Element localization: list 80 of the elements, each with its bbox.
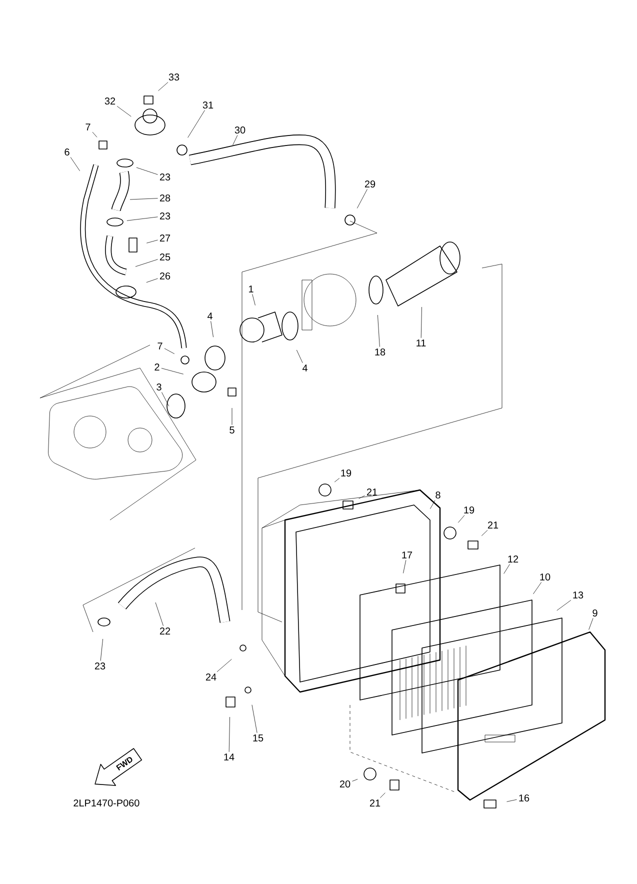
leader-line <box>158 82 168 91</box>
callout-number: 8 <box>436 491 440 499</box>
leader-line <box>155 602 164 626</box>
callout-number: 10 <box>540 573 550 581</box>
callout-number: 3 <box>156 383 162 391</box>
callout-number: 30 <box>234 126 246 134</box>
leader-line <box>403 560 406 574</box>
leader-line <box>504 564 510 574</box>
callout-number: 22 <box>160 628 170 634</box>
callout-number: 7 <box>158 342 162 350</box>
leader-line <box>136 167 158 175</box>
callout-number: 2 <box>154 364 160 370</box>
leader-line <box>164 348 175 354</box>
leader-line <box>116 106 132 117</box>
callout-number: 29 <box>364 180 376 188</box>
leader-line <box>356 189 368 208</box>
callout-number: 11 <box>416 340 426 346</box>
callout-number: 25 <box>160 253 170 261</box>
leader-line <box>556 600 572 611</box>
leader-line <box>130 198 158 200</box>
callout-number: 21 <box>370 800 380 806</box>
callout-number: 13 <box>573 591 584 599</box>
callout-number: 17 <box>402 552 412 558</box>
callout-number: 4 <box>302 364 308 372</box>
callout-number: 27 <box>160 234 170 242</box>
callout-number: 24 <box>206 674 216 680</box>
leader-line <box>296 350 303 364</box>
leader-line <box>252 704 258 734</box>
leader-line <box>216 658 232 672</box>
callout-number: 6 <box>64 148 70 156</box>
callout-number: 28 <box>160 194 170 202</box>
leader-line <box>352 779 358 782</box>
callout-number: 4 <box>207 312 212 320</box>
callout-number: 14 <box>224 754 234 760</box>
leader-line <box>232 135 238 146</box>
leader-line <box>252 294 256 306</box>
callout-number: 19 <box>464 506 474 514</box>
leader-line <box>506 799 517 802</box>
callout-number: 31 <box>202 101 214 109</box>
leader-line <box>228 716 230 752</box>
callout-number: 21 <box>488 522 498 528</box>
leader-line <box>533 582 542 594</box>
callout-number: 12 <box>508 556 518 562</box>
leader-line <box>334 478 340 482</box>
callout-number: 9 <box>592 609 598 617</box>
callout-number: 23 <box>160 173 170 181</box>
callout-number: 33 <box>168 73 180 81</box>
diagram-code: 2LP1470-P060 <box>74 799 140 807</box>
leader-line <box>210 320 214 338</box>
leader-line <box>380 792 386 798</box>
callout-number: 32 <box>104 97 116 105</box>
callout-number: 23 <box>94 662 106 670</box>
callout-number: 26 <box>160 272 170 280</box>
leader-line <box>92 132 98 138</box>
leader-line <box>377 314 380 347</box>
callout-number: 1 <box>249 286 254 292</box>
leader-line <box>146 278 158 283</box>
callout-number: 18 <box>375 348 386 356</box>
callout-number: 19 <box>341 469 352 477</box>
leader-line <box>358 495 365 499</box>
leader-line <box>188 110 205 138</box>
leader-line <box>126 216 158 221</box>
callout-number: 21 <box>366 488 378 496</box>
leader-line <box>458 515 465 523</box>
leader-line <box>588 618 594 630</box>
leader-line <box>162 392 170 406</box>
leader-line <box>161 368 184 374</box>
leader-line <box>420 306 422 338</box>
leader-line <box>135 259 158 267</box>
callout-number: 23 <box>160 212 170 220</box>
leader-line <box>100 638 104 661</box>
leader-line <box>481 530 488 536</box>
callout-number: 5 <box>230 426 234 434</box>
callout-number: 20 <box>340 780 350 788</box>
leader-line <box>146 240 158 244</box>
callout-number: 15 <box>253 734 264 742</box>
leader-line <box>70 157 80 172</box>
callout-number: 16 <box>519 794 530 802</box>
callout-number: 7 <box>86 124 90 130</box>
leader-line <box>430 500 436 509</box>
